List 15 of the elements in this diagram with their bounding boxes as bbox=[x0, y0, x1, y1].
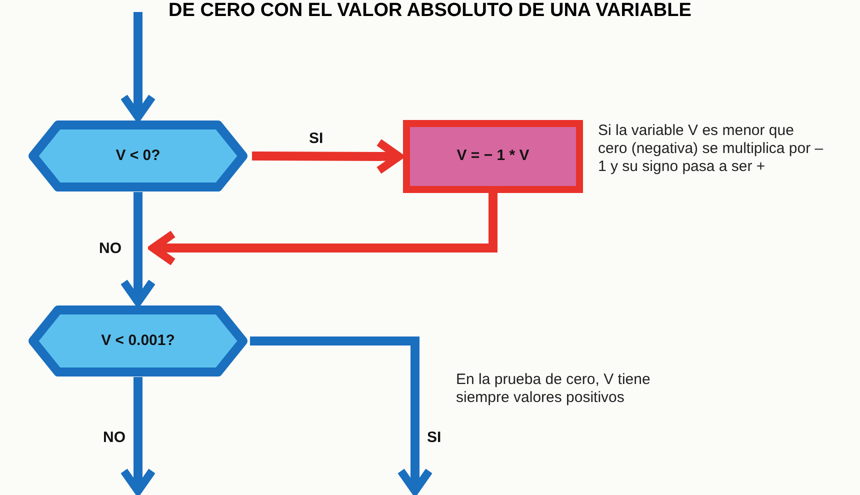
process-box bbox=[403, 120, 583, 193]
arrow bbox=[120, 192, 156, 306]
node-text: V < 0.001? bbox=[101, 330, 175, 351]
decision-hexagon bbox=[28, 305, 248, 377]
arrow bbox=[120, 12, 156, 121]
arrow bbox=[120, 377, 156, 495]
arrow bbox=[252, 138, 403, 174]
note-text: Si la variable V es menor que cero (negativa) se multiplica por – 1 y su signo pasa a ser + bbox=[598, 122, 824, 176]
arrow bbox=[149, 193, 498, 266]
decision-hexagon bbox=[28, 120, 248, 192]
node-text: V = − 1 * V bbox=[456, 146, 530, 166]
arrow bbox=[250, 336, 433, 495]
note-text: En la prueba de cero, V tiene siempre valores positivos bbox=[456, 371, 652, 407]
title: DE CERO CON EL VALOR ABSOLUTO DE UNA VARIABLE bbox=[168, 0, 692, 22]
node-text: V < 0? bbox=[116, 146, 160, 166]
